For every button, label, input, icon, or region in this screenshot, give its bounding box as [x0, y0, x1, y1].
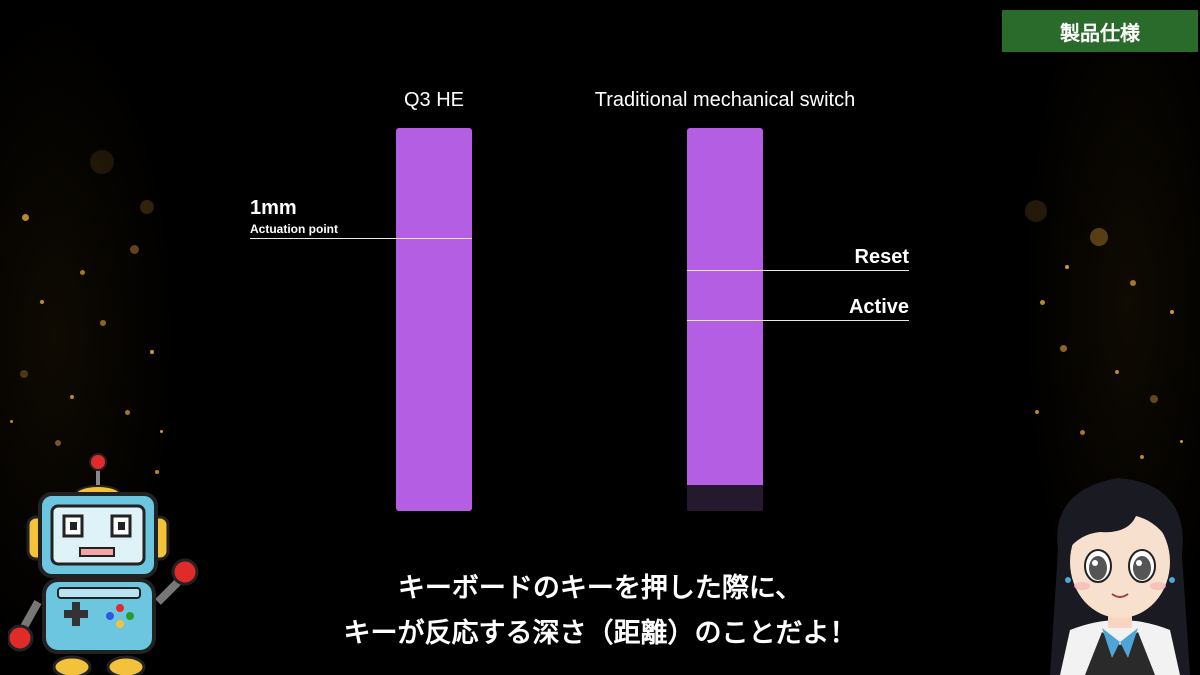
- actuation-point-label: Actuation point: [250, 222, 338, 236]
- traditional-switch-bar: [687, 128, 763, 511]
- subtitle-line-2: キーが反応する深さ（距離）のことだよ！: [343, 618, 857, 648]
- girl-avatar-icon: [1050, 478, 1190, 675]
- actuation-point-line: [250, 238, 472, 239]
- q3-he-title: Q3 HE: [403, 89, 465, 111]
- reset-label: Reset: [854, 246, 909, 268]
- robot-mascot-icon: [8, 453, 199, 675]
- actuation-distance-value: 1mm: [250, 197, 297, 219]
- reset-line: [687, 270, 909, 271]
- traditional-switch-title: Traditional mechanical switch: [594, 89, 856, 111]
- q3-he-switch-bar: [396, 128, 472, 511]
- active-label: Active: [848, 296, 909, 318]
- traditional-switch-bottom: [687, 485, 763, 511]
- subtitle-line-1: キーボードのキーを押した際に、: [397, 573, 803, 603]
- active-line: [687, 320, 909, 321]
- section-badge: 製品仕様: [1002, 10, 1198, 52]
